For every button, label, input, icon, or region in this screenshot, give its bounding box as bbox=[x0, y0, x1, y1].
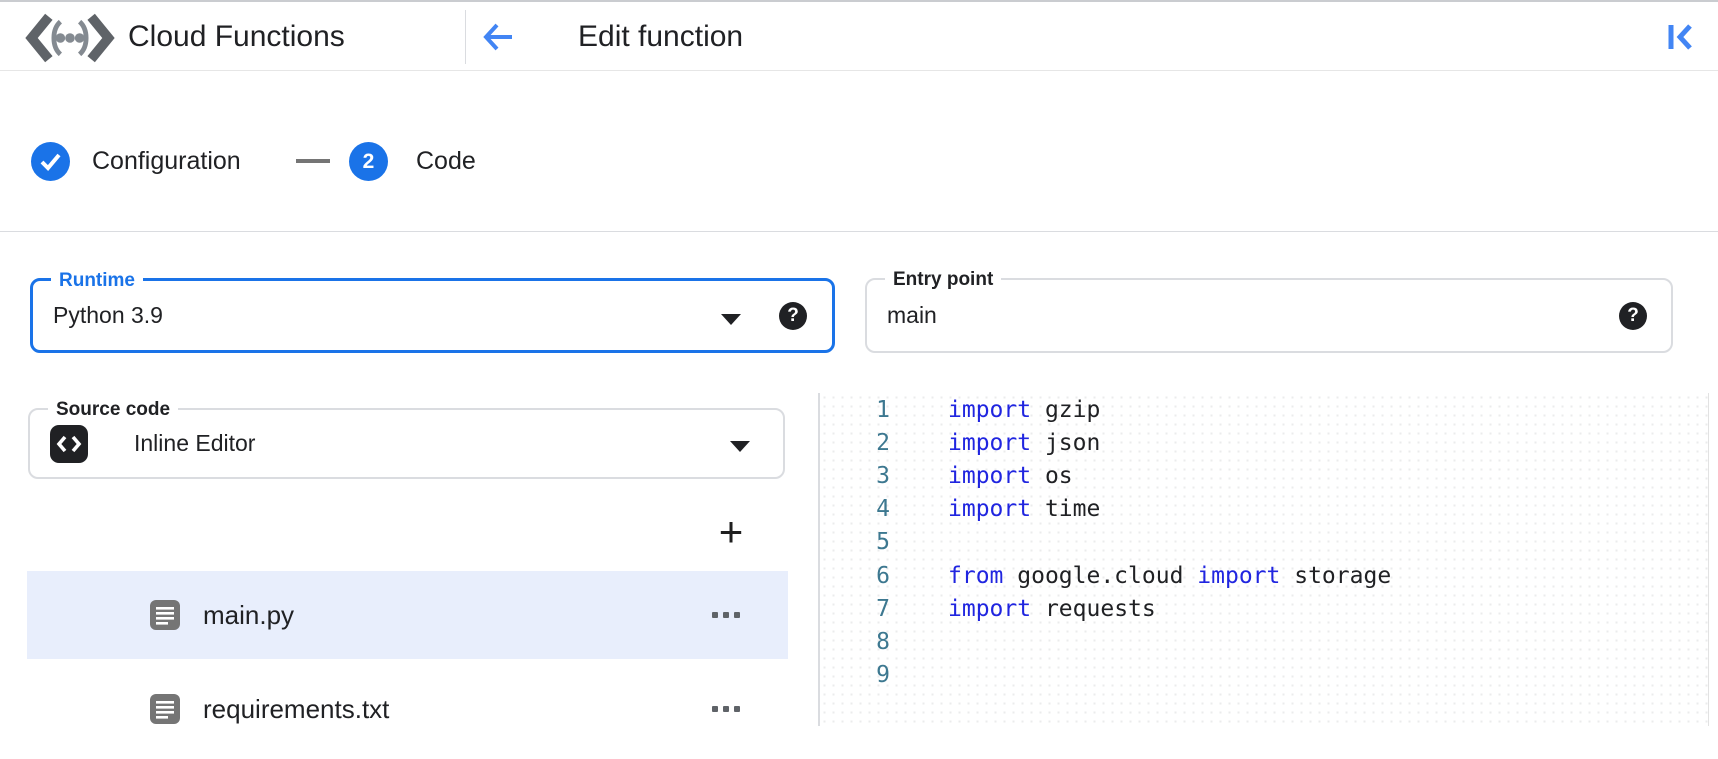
file-name: main.py bbox=[203, 599, 295, 630]
step-code-indicator[interactable]: 2 bbox=[349, 142, 388, 181]
line-number: 2 bbox=[876, 429, 890, 456]
code-line[interactable]: 1 import gzip bbox=[820, 393, 1708, 426]
check-icon bbox=[40, 153, 61, 171]
code-text: from google.cloud import storage bbox=[948, 562, 1392, 589]
line-number: 6 bbox=[876, 562, 890, 589]
step-code-label[interactable]: Code bbox=[416, 147, 476, 175]
code-text: import time bbox=[948, 496, 1101, 523]
entry-point-help-icon[interactable]: ? bbox=[1619, 302, 1647, 330]
collapse-panel-icon[interactable] bbox=[1664, 21, 1698, 55]
code-line[interactable]: 7 import requests bbox=[820, 592, 1708, 625]
runtime-label: Runtime bbox=[51, 267, 143, 294]
header-divider bbox=[465, 10, 466, 64]
code-line[interactable]: 9 bbox=[820, 659, 1708, 692]
file-document-icon bbox=[150, 600, 180, 630]
code-line[interactable]: 4 import time bbox=[820, 493, 1708, 526]
code-line[interactable]: 5 bbox=[820, 526, 1708, 559]
entry-point-input[interactable] bbox=[887, 283, 1587, 348]
line-number: 8 bbox=[876, 628, 890, 655]
code-line[interactable]: 2 import json bbox=[820, 426, 1708, 459]
page-title: Edit function bbox=[578, 20, 744, 53]
more-options-icon[interactable] bbox=[703, 602, 748, 628]
source-code-label: Source code bbox=[48, 396, 179, 423]
line-number: 5 bbox=[876, 529, 890, 556]
source-code-select[interactable]: Source code Inline Editor bbox=[28, 396, 785, 479]
code-text: import os bbox=[948, 462, 1073, 489]
step-configuration-label[interactable]: Configuration bbox=[92, 147, 241, 175]
line-number: 4 bbox=[876, 496, 890, 523]
code-editor[interactable]: 1 import gzip 2 import json 3 import os 4 impor… bbox=[820, 393, 1708, 726]
runtime-value: Python 3.9 bbox=[53, 302, 163, 328]
back-arrow-icon[interactable] bbox=[479, 19, 517, 57]
code-text: import gzip bbox=[948, 396, 1101, 423]
code-line[interactable]: 3 import os bbox=[820, 459, 1708, 492]
file-row[interactable]: requirements.txt bbox=[27, 665, 788, 753]
cloud-functions-logo-icon bbox=[24, 13, 116, 63]
source-code-value: Inline Editor bbox=[134, 430, 256, 456]
add-file-button[interactable]: + bbox=[704, 505, 758, 559]
section-divider bbox=[0, 231, 1718, 232]
line-number: 7 bbox=[876, 595, 890, 622]
line-number: 3 bbox=[876, 462, 890, 489]
chevron-down-icon bbox=[730, 441, 750, 452]
chevron-down-icon bbox=[721, 314, 741, 325]
header-bar: Cloud Functions Edit function bbox=[0, 0, 1718, 71]
more-options-icon[interactable] bbox=[703, 696, 748, 722]
app-title: Cloud Functions bbox=[128, 20, 345, 53]
line-number: 1 bbox=[876, 396, 890, 423]
stepper-connector bbox=[296, 159, 330, 163]
line-number: 9 bbox=[876, 662, 890, 689]
file-row[interactable]: main.py bbox=[27, 571, 788, 659]
code-text: import requests bbox=[948, 595, 1156, 622]
code-text: import json bbox=[948, 429, 1101, 456]
entry-point-field: Entry point ? bbox=[865, 266, 1673, 353]
panel-divider[interactable] bbox=[818, 393, 820, 726]
step-configuration-indicator[interactable] bbox=[31, 142, 70, 181]
code-line[interactable]: 6 from google.cloud import storage bbox=[820, 559, 1708, 592]
file-name: requirements.txt bbox=[203, 693, 390, 724]
runtime-help-icon[interactable]: ? bbox=[779, 302, 807, 330]
code-icon bbox=[50, 425, 88, 463]
runtime-select[interactable]: Runtime Python 3.9 ? bbox=[30, 267, 835, 353]
code-line[interactable]: 8 bbox=[820, 625, 1708, 658]
editor-scrollbar-gutter[interactable] bbox=[1708, 393, 1709, 726]
file-list: main.py requirements.txt bbox=[27, 571, 788, 759]
file-document-icon bbox=[150, 694, 180, 724]
